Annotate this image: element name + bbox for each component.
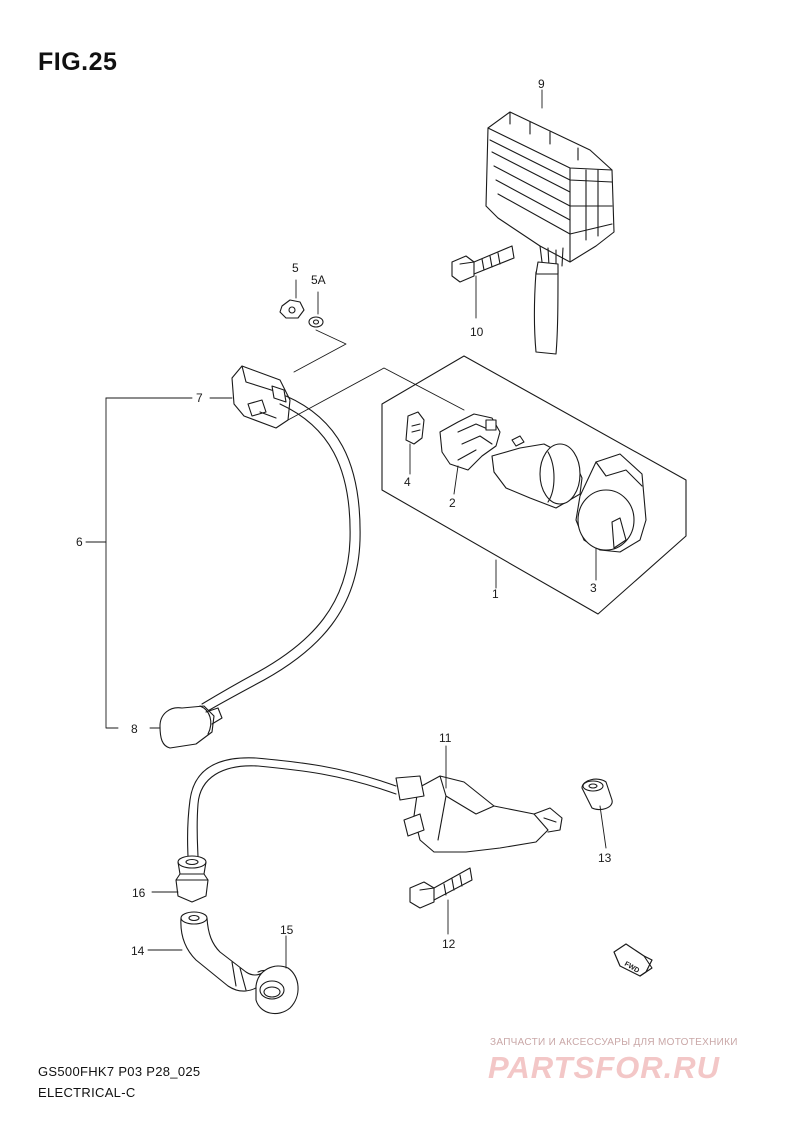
- callout-5a: 5A: [311, 273, 326, 287]
- regulator-rectifier[interactable]: [485, 111, 615, 355]
- leader-lines: [85, 89, 607, 969]
- pin: [511, 435, 525, 447]
- coil-lead[interactable]: [186, 757, 397, 859]
- callout-10: 10: [470, 325, 484, 339]
- callout-12: 12: [442, 937, 456, 951]
- callout-1: 1: [492, 587, 499, 601]
- callout-14: 14: [131, 944, 145, 958]
- callout-2: 2: [449, 496, 456, 510]
- ignition-switch-assembly-box: [381, 355, 687, 615]
- bolt-10[interactable]: [451, 245, 515, 283]
- callout-4: 4: [404, 475, 411, 489]
- callout-3: 3: [590, 581, 597, 595]
- callout-6: 6: [76, 535, 83, 549]
- figure-title: FIG.25: [38, 48, 118, 76]
- switch-cylinder[interactable]: [491, 443, 583, 509]
- grommet-16[interactable]: [175, 855, 209, 903]
- plug-cap-7[interactable]: [231, 365, 291, 429]
- watermark-logo: PARTSFOR.RU: [488, 1050, 721, 1085]
- ignition-coil-11[interactable]: [395, 775, 563, 853]
- callout-11: 11: [439, 731, 452, 745]
- seal-15[interactable]: [255, 965, 299, 1015]
- fwd-direction-arrow: FWD: [613, 943, 653, 977]
- callout-16: 16: [132, 886, 146, 900]
- washer-5a[interactable]: [308, 316, 324, 328]
- footer-model-code: GS500FHK7 P03 P28_025: [38, 1064, 201, 1079]
- footer-section: ELECTRICAL-C: [38, 1085, 136, 1100]
- holder-2[interactable]: [439, 413, 501, 471]
- callout-7: 7: [196, 391, 203, 405]
- callout-8: 8: [131, 722, 138, 736]
- callout-13: 13: [598, 851, 612, 865]
- callout-labels: 9 10 5 5A 7 6 8 4 2 3 1 11 12 13 16 14 1…: [76, 77, 612, 958]
- cap-3[interactable]: [575, 453, 647, 553]
- high-tension-lead[interactable]: [201, 395, 361, 713]
- callout-5: 5: [292, 261, 299, 275]
- watermark-subtitle: ЗАПЧАСТИ И АКСЕССУАРЫ ДЛЯ МОТОТЕХНИКИ: [490, 1037, 738, 1048]
- sleeve-13[interactable]: [581, 778, 613, 811]
- end-cap-8[interactable]: [159, 705, 223, 749]
- nut-5[interactable]: [279, 299, 305, 319]
- callout-15: 15: [280, 923, 294, 937]
- callout-9: 9: [538, 77, 545, 91]
- bolt-12[interactable]: [409, 867, 473, 909]
- bracket-4[interactable]: [405, 411, 425, 445]
